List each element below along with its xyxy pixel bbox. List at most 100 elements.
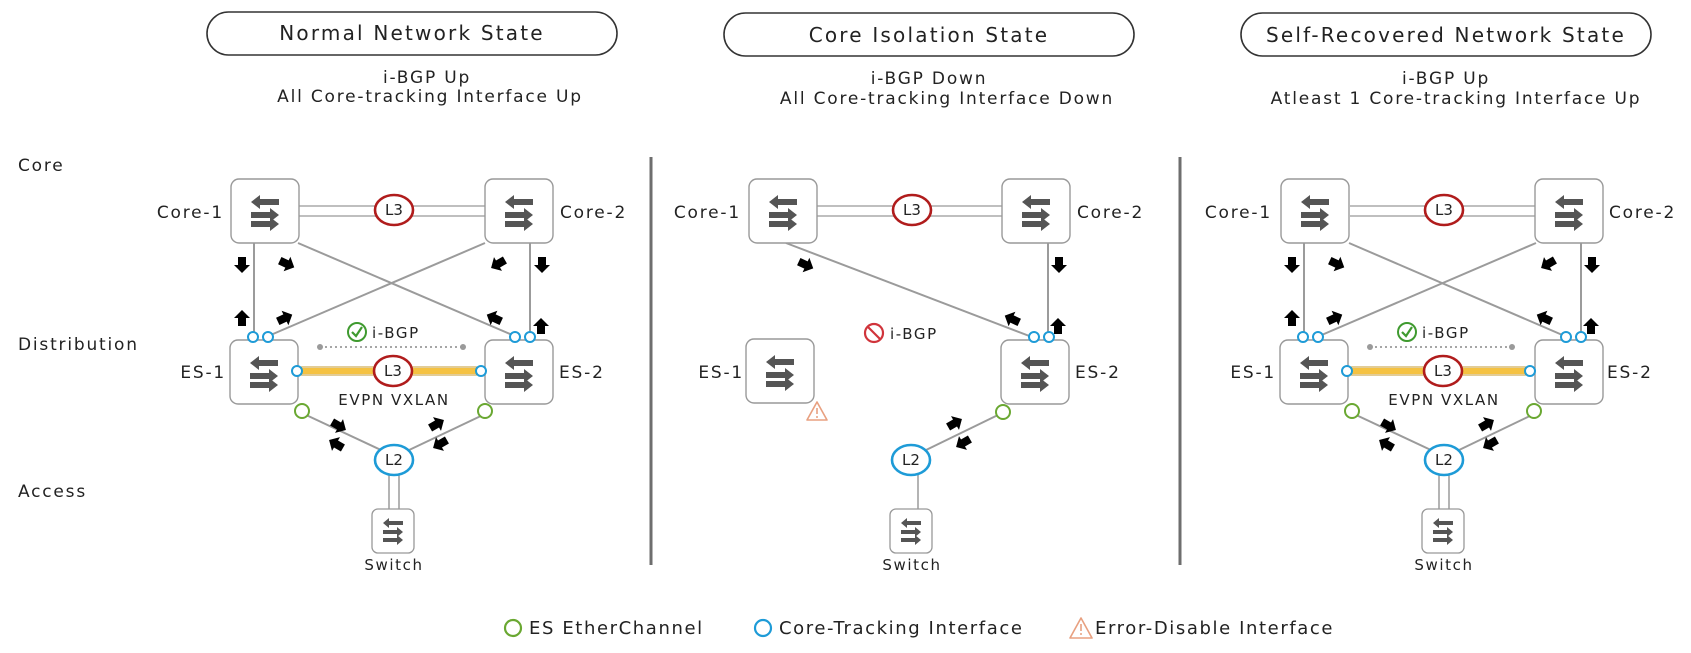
state-arrow [1584, 257, 1600, 273]
state-title-pill [723, 12, 1135, 57]
link-es1-l2 [1353, 413, 1434, 452]
core-tracking-interface [1312, 331, 1324, 343]
legend-core-tracking: Core-Tracking Interface [779, 618, 1024, 639]
state-arrow [487, 253, 509, 275]
link-core2-es1 [265, 242, 486, 338]
l3-badge [1423, 193, 1465, 227]
tier-distribution-label: Distribution [18, 335, 139, 355]
state-arrow [1533, 307, 1555, 329]
core-2-label: Core-2 [1077, 203, 1144, 223]
state-arrow [483, 307, 505, 329]
l3-badge [891, 193, 933, 227]
state-arrow [534, 257, 550, 273]
access-switch-label: Switch [364, 556, 423, 574]
es-etherchannel-interface [477, 403, 493, 419]
traffic-arrow [325, 433, 347, 455]
bidirectional-arrows-icon [505, 356, 533, 392]
state-title-pill [1240, 12, 1652, 57]
ibgp-dot [317, 344, 323, 350]
state-title: Self-Recovered Network State [1266, 23, 1626, 47]
bidirectional-arrows-icon [250, 356, 278, 392]
panel-self-recovered-state: Self-Recovered Network State i-BGP Up At… [1205, 12, 1676, 574]
l3-badge-label: L3 [903, 201, 921, 219]
access-switch-label: Switch [1414, 556, 1473, 574]
l2-badge [1423, 443, 1465, 477]
state-subtitle-2: All Core-tracking Interface Down [780, 89, 1114, 109]
ibgp-dot [460, 344, 466, 350]
core-tracking-interface [1028, 331, 1040, 343]
core-2-label: Core-2 [1609, 203, 1676, 223]
es-1-device [229, 339, 299, 405]
state-arrow [1583, 318, 1599, 334]
core-tracking-interface [1341, 365, 1353, 377]
state-subtitle-1: i-BGP Up [383, 68, 471, 88]
es-etherchannel-interface [1526, 403, 1542, 419]
core-1-device [230, 178, 300, 244]
state-arrow [276, 253, 298, 275]
bidirectional-arrows-icon [769, 195, 797, 231]
access-switch-label: Switch [882, 556, 941, 574]
es-2-device [1534, 339, 1604, 405]
l2-badge-label: L2 [1435, 451, 1453, 469]
core-tracking-interface [1043, 331, 1055, 343]
es-etherchannel-legend-icon [503, 618, 523, 638]
es-1-label: ES-1 [1230, 363, 1276, 383]
tier-core-label: Core [18, 156, 65, 176]
es-etherchannel-interface [294, 403, 310, 419]
core-tracking-interface [262, 331, 274, 343]
core-1-device [748, 178, 818, 244]
panel-normal-state: Normal Network State i-BGP Up All Core-t… [157, 11, 625, 574]
bidirectional-arrows-icon [766, 355, 794, 391]
core-2-device [484, 178, 554, 244]
core-tracking-interface [1524, 365, 1536, 377]
bidirectional-arrows-icon [383, 518, 403, 545]
state-arrow-group [1284, 253, 1600, 334]
link-es1-l2 [303, 413, 384, 452]
l3-es-badge-label: L3 [384, 362, 402, 380]
state-arrow [234, 257, 250, 273]
es-2-label: ES-2 [1075, 363, 1121, 383]
state-arrow [533, 318, 549, 334]
prohibited-icon [863, 322, 885, 344]
access-switch-device [1421, 508, 1465, 554]
core-2-device [1534, 178, 1604, 244]
l2-badge [373, 443, 415, 477]
ibgp-dot [1509, 344, 1515, 350]
panel-core-isolation-state: Core Isolation State i-BGP Down All Core… [674, 12, 1144, 574]
access-switch-device [371, 508, 415, 554]
link-core1-es2 [297, 242, 518, 338]
evpn-vxlan-label: EVPN VXLAN [338, 391, 450, 409]
core-tracking-interface [1575, 331, 1587, 343]
l2-badge-label: L2 [385, 451, 403, 469]
es-etherchannel-interface [995, 404, 1011, 420]
link-core2-es1 [1316, 242, 1537, 338]
state-title: Core Isolation State [809, 23, 1050, 47]
es-etherchannel-interface [1344, 403, 1360, 419]
link-core1-es2 [1348, 242, 1568, 338]
legend-error-disable: Error-Disable Interface [1095, 618, 1334, 639]
access-switch-device [889, 508, 933, 554]
l3-es-badge [1422, 354, 1464, 388]
state-arrow [1284, 310, 1300, 326]
state-title: Normal Network State [279, 21, 545, 45]
warning-triangle-icon [806, 401, 828, 421]
bidirectional-arrows-icon [1021, 356, 1049, 392]
bidirectional-arrows-icon [251, 195, 279, 231]
bidirectional-arrows-icon [1301, 195, 1329, 231]
l3-es-badge-label: L3 [1434, 362, 1452, 380]
bidirectional-arrows-icon [1555, 356, 1583, 392]
l3-es-badge [372, 354, 414, 388]
core-tracking-interface [247, 331, 259, 343]
state-arrow [1051, 257, 1067, 273]
state-arrow [1537, 253, 1559, 275]
l2-badge-label: L2 [902, 451, 920, 469]
es-1-device [1279, 339, 1349, 405]
core-tracking-legend-icon [753, 618, 773, 638]
ibgp-label: i-BGP [890, 325, 938, 343]
traffic-arrow [1476, 413, 1498, 435]
traffic-arrow [426, 413, 448, 435]
core-tracking-interface [1297, 331, 1309, 343]
core-tracking-interface [475, 365, 487, 377]
link-es2-l2 [923, 413, 1001, 452]
traffic-arrow [1375, 433, 1397, 455]
